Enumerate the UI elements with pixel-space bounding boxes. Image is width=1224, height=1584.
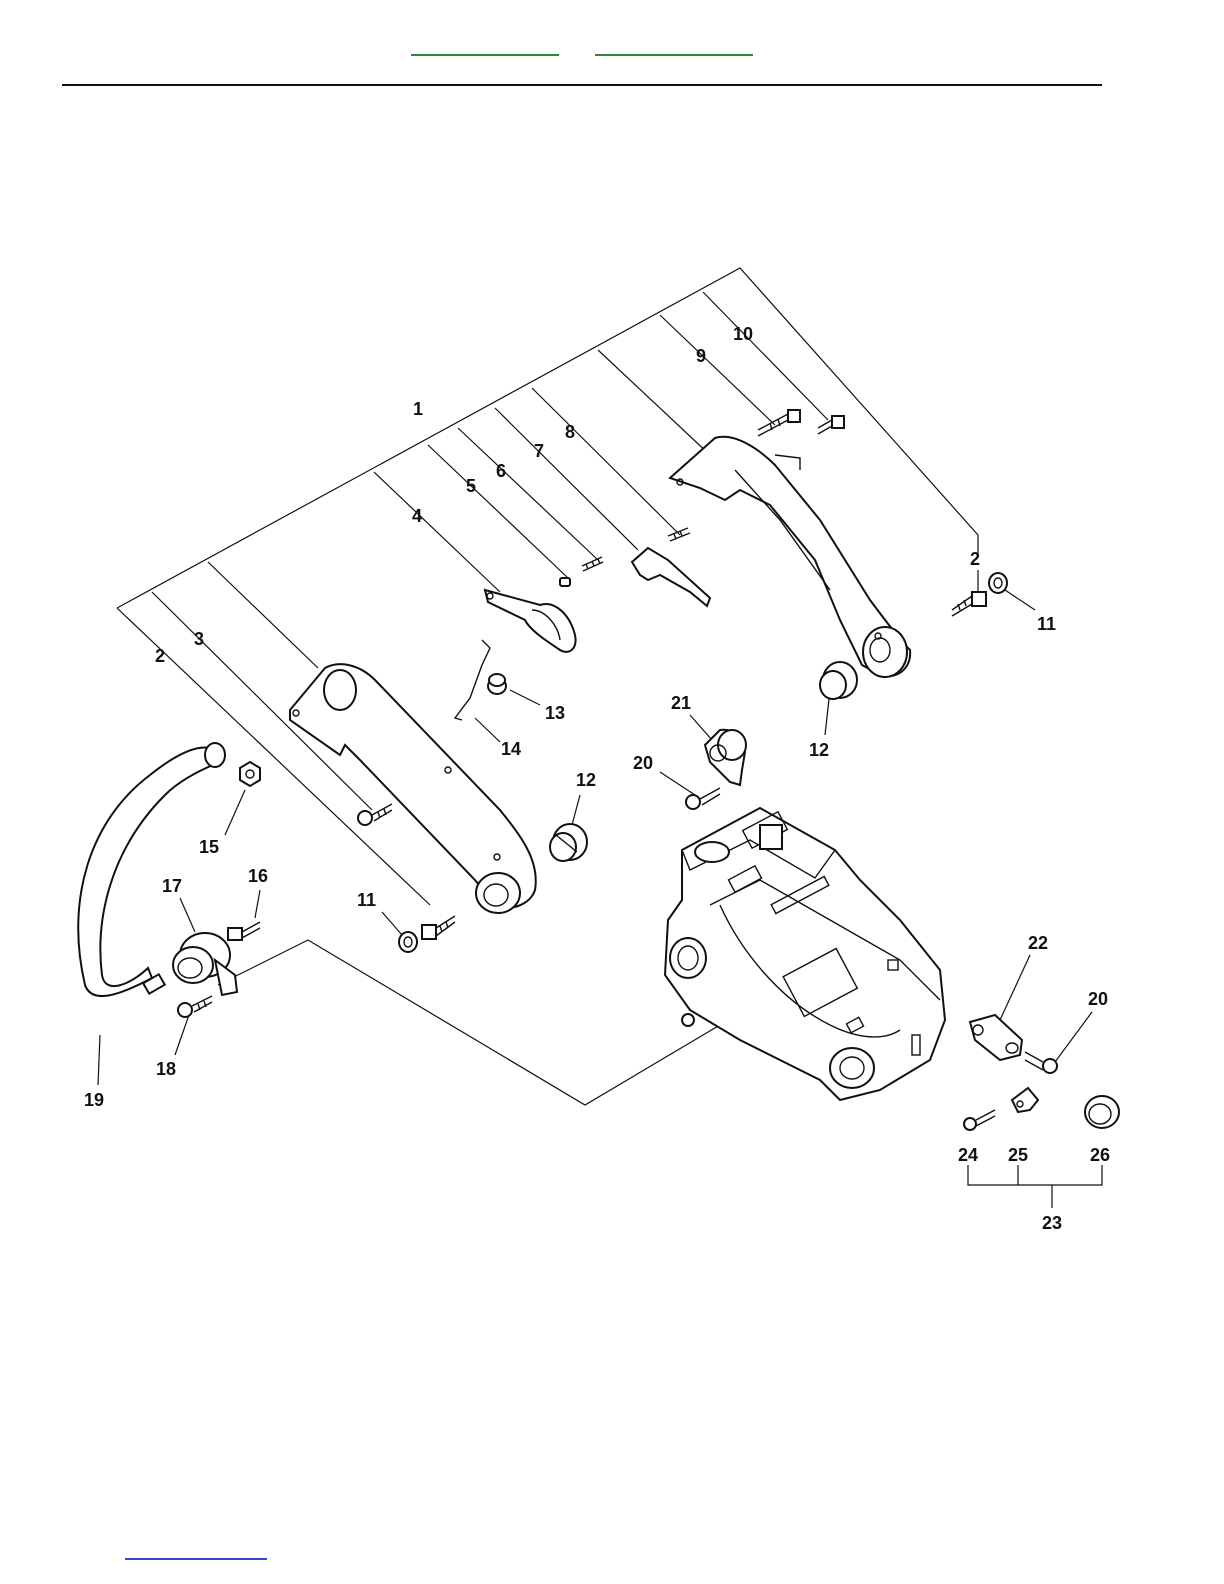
washer-11-right (989, 573, 1007, 593)
label-2-left: 2 (155, 646, 165, 666)
label-16: 16 (248, 866, 268, 886)
washer-11-left (399, 932, 417, 952)
bolt-9 (758, 410, 800, 436)
label-15: 15 (199, 837, 219, 857)
throttle-lever-4 (485, 590, 576, 652)
crankcase (665, 808, 945, 1100)
grommet-13 (488, 674, 506, 694)
label-25: 25 (1008, 1145, 1028, 1165)
label-20-left: 20 (633, 753, 653, 773)
label-20-right: 20 (1088, 989, 1108, 1009)
screw-18 (178, 996, 212, 1017)
rear-handle-left (290, 664, 536, 913)
bottom-nav-link[interactable] (125, 1550, 267, 1560)
label-2-top: 2 (970, 549, 980, 569)
assembly-lines (117, 268, 1102, 1208)
label-23: 23 (1042, 1213, 1062, 1233)
label-9: 9 (696, 346, 706, 366)
bracket-25 (1012, 1088, 1038, 1112)
label-1: 1 (413, 399, 423, 419)
bushing-12-left (550, 824, 587, 861)
rear-handle-right (670, 437, 910, 677)
bolt-2-right (952, 592, 986, 616)
label-12-left: 12 (576, 770, 596, 790)
bracket-22 (970, 1015, 1022, 1060)
label-18: 18 (156, 1059, 176, 1079)
nut-15 (240, 762, 260, 786)
bushing-12-right (820, 662, 857, 699)
screw-20-left (686, 788, 720, 809)
screw-3 (358, 804, 392, 825)
label-14: 14 (501, 739, 521, 759)
screw-24 (964, 1110, 995, 1130)
label-5: 5 (466, 476, 476, 496)
label-21: 21 (671, 693, 691, 713)
pin-5 (560, 578, 570, 586)
label-7: 7 (534, 441, 544, 461)
label-13: 13 (545, 703, 565, 723)
lockout-7 (632, 548, 710, 606)
label-10: 10 (733, 324, 753, 344)
label-24: 24 (958, 1145, 978, 1165)
spring-6 (582, 557, 603, 571)
spring-14 (455, 640, 490, 720)
callout-labels: 1 2 2 3 4 5 6 7 8 9 10 11 11 12 12 13 14… (84, 324, 1110, 1233)
label-26: 26 (1090, 1145, 1110, 1165)
ring-26 (1085, 1096, 1119, 1128)
label-4: 4 (412, 506, 422, 526)
label-22: 22 (1028, 933, 1048, 953)
label-17: 17 (162, 876, 182, 896)
screw-20-right (1025, 1052, 1057, 1073)
mount-21 (705, 730, 746, 785)
label-8: 8 (565, 422, 575, 442)
label-11-left: 11 (357, 890, 376, 910)
label-6: 6 (496, 461, 506, 481)
mount-17 (173, 933, 237, 995)
label-19: 19 (84, 1090, 104, 1110)
label-12-right: 12 (809, 740, 829, 760)
bolt-10 (818, 416, 844, 434)
bolt-2-left (422, 916, 455, 939)
label-3: 3 (194, 629, 204, 649)
label-11-right: 11 (1037, 614, 1056, 634)
bolt-16 (228, 922, 260, 940)
